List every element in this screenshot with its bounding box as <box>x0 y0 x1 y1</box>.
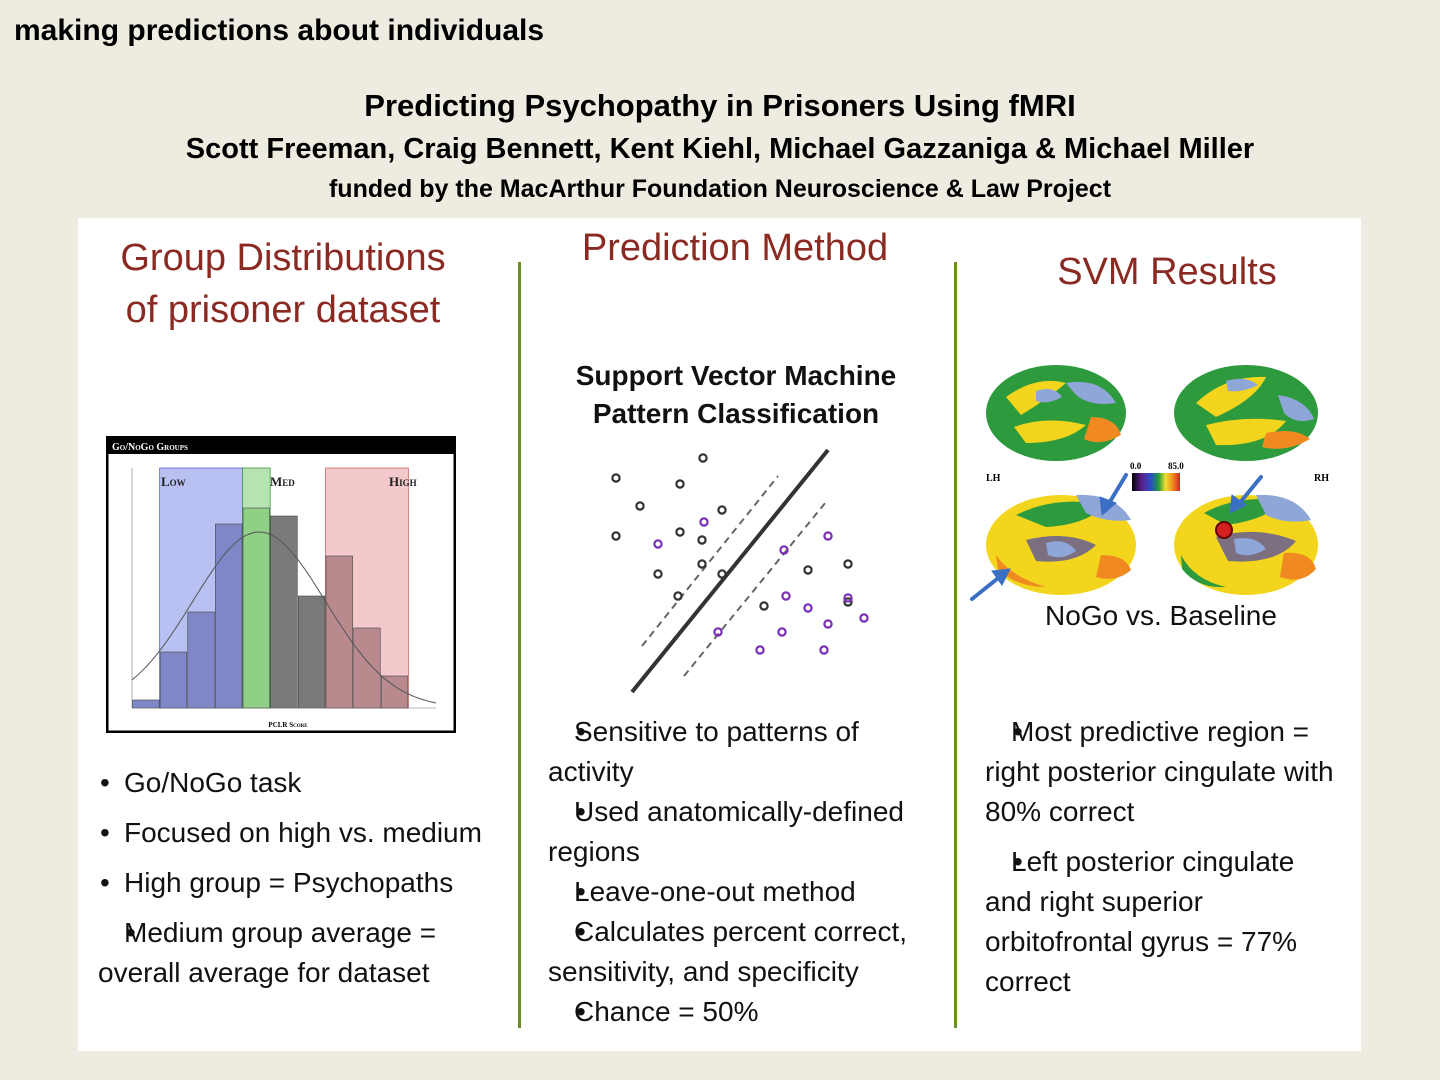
svm-title-line-1: Support Vector Machine <box>575 360 897 391</box>
class-a-point <box>673 591 683 601</box>
class-a-point <box>675 527 685 537</box>
class-a-point <box>653 569 663 579</box>
bullet-item: Go/NoGo task <box>98 758 508 808</box>
scale-min-label: 0.0 <box>1130 461 1142 471</box>
poster-title: Predicting Psychopathy in Prisoners Usin… <box>364 88 1076 123</box>
class-b-point <box>779 545 789 555</box>
color-scale-bar <box>1132 473 1180 491</box>
column-divider-left <box>518 262 521 1028</box>
histogram-bar <box>270 515 298 709</box>
class-b-point <box>699 517 709 527</box>
heading-line-1: Group Distributions <box>120 237 446 279</box>
brain-caption: NoGo vs. Baseline <box>1045 600 1277 631</box>
class-a-point <box>675 479 685 489</box>
brain-lateral-right <box>1174 365 1318 461</box>
class-b-point <box>777 627 787 637</box>
histogram-bar <box>325 555 353 709</box>
scale-max-label: 85.0 <box>1168 461 1184 471</box>
histogram-bar <box>298 595 326 709</box>
left-hemisphere-label: LH <box>986 473 1001 484</box>
class-a-point <box>717 505 727 515</box>
class-b-point <box>823 619 833 629</box>
bullet-item: Focused on high vs. medium <box>98 808 508 858</box>
bullet-item: Left posterior cingulate and right super… <box>985 842 1347 1002</box>
class-b-point <box>781 591 791 601</box>
bullet-item: Sensitive to patterns of activity <box>548 712 940 792</box>
column-divider-right <box>954 262 957 1028</box>
group-label-high: High <box>389 474 417 489</box>
bullet-item: Calculates percent correct, sensitivity,… <box>548 912 940 992</box>
bullet-item: Leave-one-out method <box>548 872 940 912</box>
brain-medial-right <box>1174 494 1318 595</box>
group-distributions-heading: Group Distributions of prisoner dataset <box>88 232 478 336</box>
separating-hyperplane <box>630 448 830 694</box>
class-a-point <box>759 601 769 611</box>
class-b-point <box>823 531 833 541</box>
group-histogram: Go/NoGo Groups PCLR Score Low Med High <box>106 436 456 733</box>
class-a-point <box>717 569 727 579</box>
roi-highlight-icon <box>1215 521 1233 539</box>
class-a-point <box>843 559 853 569</box>
group-label-low: Low <box>161 474 186 489</box>
histogram-bar <box>159 651 188 709</box>
histogram-bar <box>215 523 243 709</box>
bullet-item: High group = Psychopaths <box>98 858 508 908</box>
svm-scatter-diagram <box>611 448 869 694</box>
bullet-item: Chance = 50% <box>548 992 940 1032</box>
brain-lateral-left <box>986 365 1126 461</box>
brain-medial-left <box>986 494 1136 595</box>
histogram-bar <box>187 611 215 709</box>
heading-line-2: of prisoner dataset <box>125 289 441 331</box>
x-axis-label: PCLR Score <box>268 721 308 729</box>
class-a-point <box>803 565 813 575</box>
svm-results-heading: SVM Results <box>1057 251 1277 293</box>
class-a-point <box>611 473 621 483</box>
class-b-point <box>859 613 869 623</box>
bullet-item: Used anatomically-defined regions <box>548 792 940 872</box>
histogram-bar <box>132 699 160 709</box>
margin-line-lower <box>683 501 827 677</box>
middle-bullets: Sensitive to patterns of activity Used a… <box>548 712 940 1032</box>
brain-activation-figure: LH RH 0.0 85.0 <box>970 365 1329 601</box>
class-a-point <box>635 501 645 511</box>
margin-line-upper <box>641 475 779 647</box>
class-a-point <box>697 535 707 545</box>
right-hemisphere-label: RH <box>1314 473 1329 484</box>
class-b-point <box>843 593 853 603</box>
histogram-title: Go/NoGo Groups <box>112 442 188 453</box>
arrow-icon <box>970 568 1011 601</box>
svm-figure-title: Support Vector Machine Pattern Classific… <box>540 357 932 433</box>
slide-kicker: making predictions about individuals <box>14 14 545 47</box>
bullet-item: Medium group average = overall average f… <box>98 913 508 993</box>
prediction-method-heading: Prediction Method <box>581 227 889 269</box>
class-b-point <box>653 539 663 549</box>
class-a-point <box>697 559 707 569</box>
poster-funding: funded by the MacArthur Foundation Neuro… <box>328 175 1112 203</box>
class-b-point <box>755 645 765 655</box>
histogram-bar <box>242 507 270 709</box>
class-a-point <box>611 531 621 541</box>
normal-fit-curve <box>131 531 437 704</box>
poster-authors: Scott Freeman, Craig Bennett, Kent Kiehl… <box>185 133 1255 165</box>
right-bullets: Most predictive region = right posterior… <box>985 712 1347 1002</box>
class-b-point <box>713 627 723 637</box>
class-a-point <box>698 453 708 463</box>
class-b-point <box>803 603 813 613</box>
class-b-point <box>819 645 829 655</box>
class-a-point <box>843 597 853 607</box>
left-bullets: Go/NoGo task Focused on high vs. medium … <box>98 758 508 993</box>
group-label-med: Med <box>270 474 295 489</box>
arrow-icon <box>1099 473 1128 516</box>
svm-title-line-2: Pattern Classification <box>592 398 880 429</box>
bullet-item: Most predictive region = right posterior… <box>985 712 1347 832</box>
histogram-bar <box>353 627 381 709</box>
arrow-icon <box>1229 475 1263 514</box>
